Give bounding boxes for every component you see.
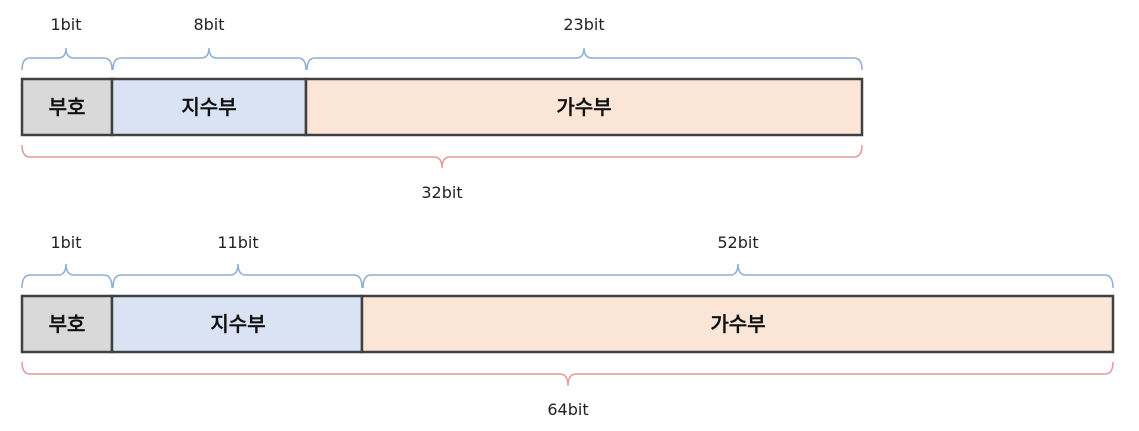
exponent-segment [110, 77, 308, 137]
sign-brace [21, 263, 113, 289]
mantissa-segment-label: 가수부 [710, 312, 765, 336]
mantissa-bits-label: 23bit [563, 15, 604, 34]
exponent-brace [112, 263, 363, 289]
total-bits-label: 64bit [547, 400, 588, 419]
mantissa-segment-label: 가수부 [556, 95, 611, 119]
format-64bit: 1bit 11bit 52bit 부호 지수부 가수부 64bit [20, 233, 1115, 419]
sign-bits-label: 1bit [50, 15, 81, 34]
mantissa-segment [304, 77, 864, 137]
exponent-segment-label: 지수부 [181, 95, 236, 119]
total-brace [21, 144, 863, 169]
exponent-segment [110, 294, 364, 354]
mantissa-brace [306, 47, 863, 71]
exponent-brace [112, 47, 307, 71]
total-brace [21, 361, 1114, 387]
mantissa-segment [360, 294, 1115, 354]
exponent-segment-label: 지수부 [210, 312, 265, 336]
exponent-bits-label: 8bit [193, 15, 224, 34]
sign-segment-label: 부호 [49, 95, 86, 119]
sign-segment [20, 77, 114, 137]
total-bits-label: 32bit [421, 183, 462, 202]
sign-bits-label: 1bit [50, 233, 81, 252]
exponent-bits-label: 11bit [217, 233, 258, 252]
sign-brace [21, 47, 113, 71]
format-32bit: 1bit 8bit 23bit 부호 지수부 가수부 32bit [20, 15, 864, 202]
mantissa-brace [362, 263, 1114, 289]
sign-segment-label: 부호 [49, 312, 86, 336]
mantissa-bits-label: 52bit [717, 233, 758, 252]
